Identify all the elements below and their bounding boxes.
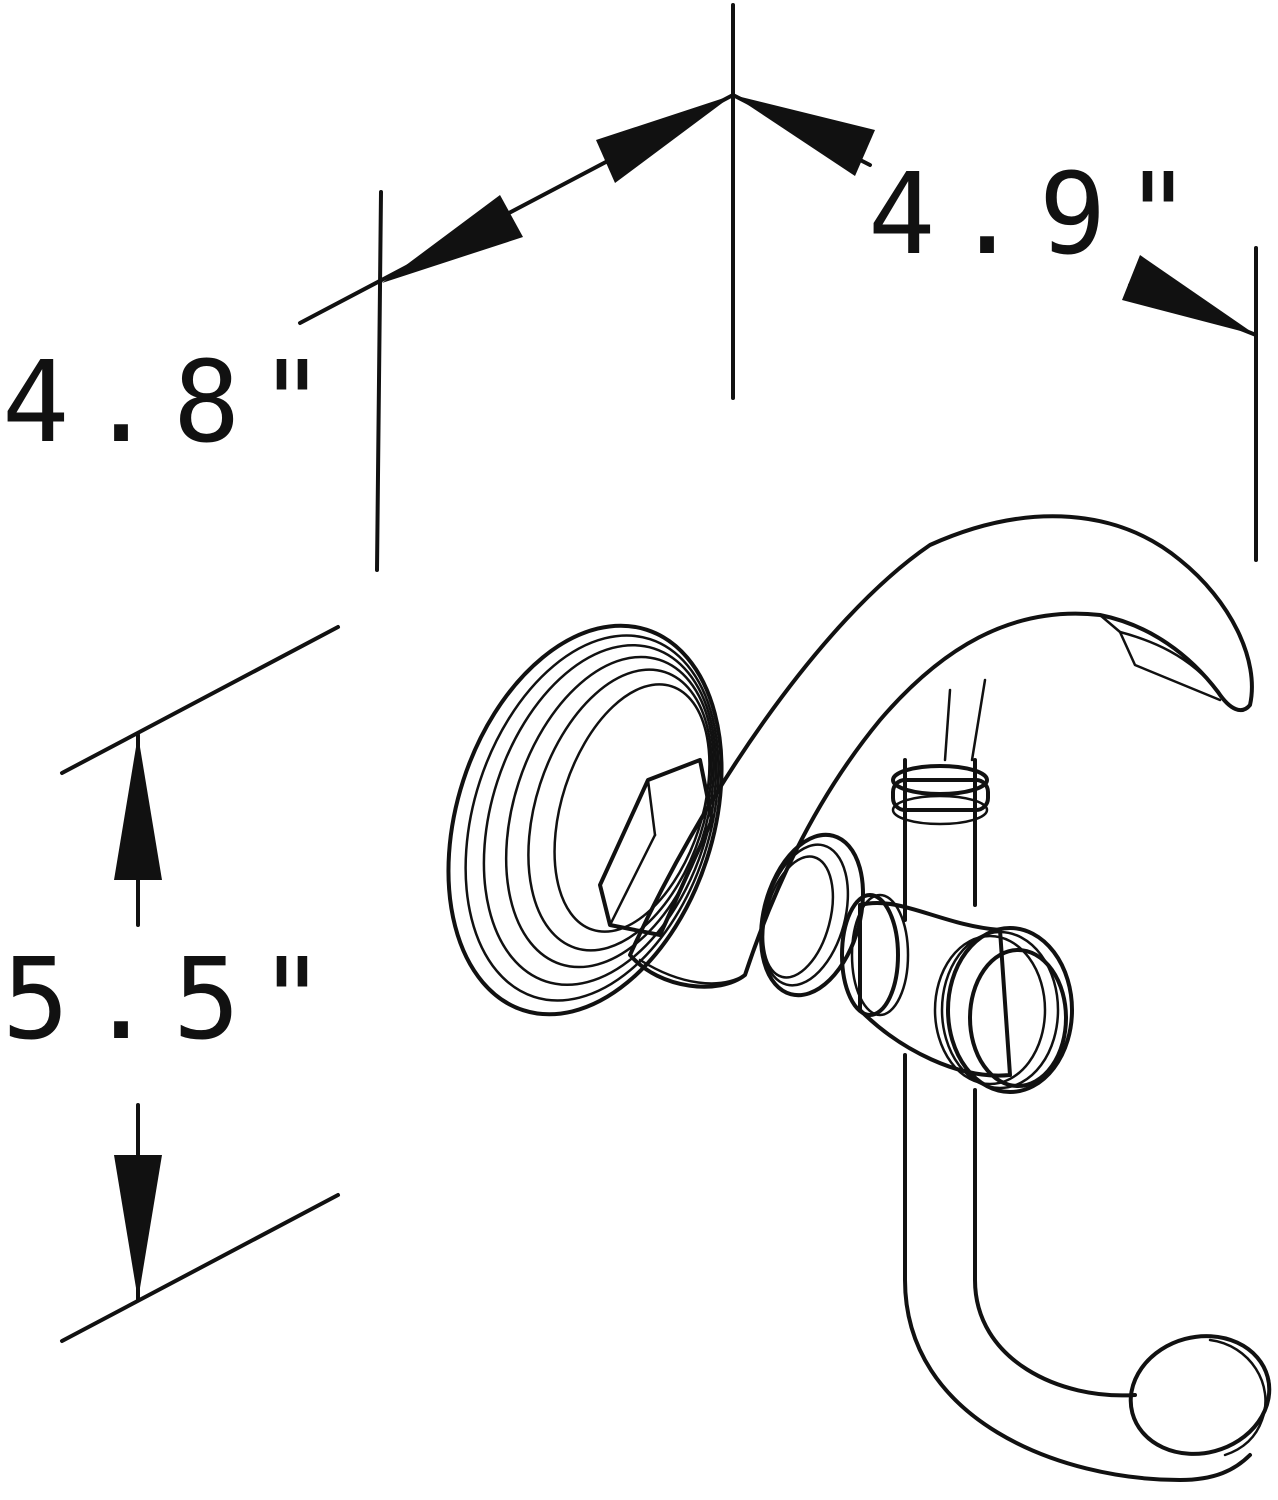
hub-assembly <box>759 678 1074 1094</box>
height-dimension-label: 5.5" <box>2 935 344 1065</box>
lower-hook-arm <box>903 1053 1272 1482</box>
width-arrow-left <box>733 95 875 176</box>
height-top-extension-line <box>60 625 340 775</box>
height-arrow-down <box>114 1155 162 1300</box>
upper-hook-arm <box>628 514 1254 989</box>
width-dimension-label: 4.9" <box>868 150 1210 280</box>
left-extension-line <box>375 190 383 572</box>
height-bottom-extension-line <box>60 1193 340 1343</box>
wall-mount-rosette <box>446 623 724 1017</box>
width-arrow-right <box>1122 255 1256 335</box>
depth-arrow-left <box>382 195 523 283</box>
depth-arrow-right <box>596 95 733 183</box>
height-arrow-up <box>114 735 162 880</box>
depth-dimension-label: 4.8" <box>2 338 344 468</box>
arrowheads <box>114 95 1256 1300</box>
